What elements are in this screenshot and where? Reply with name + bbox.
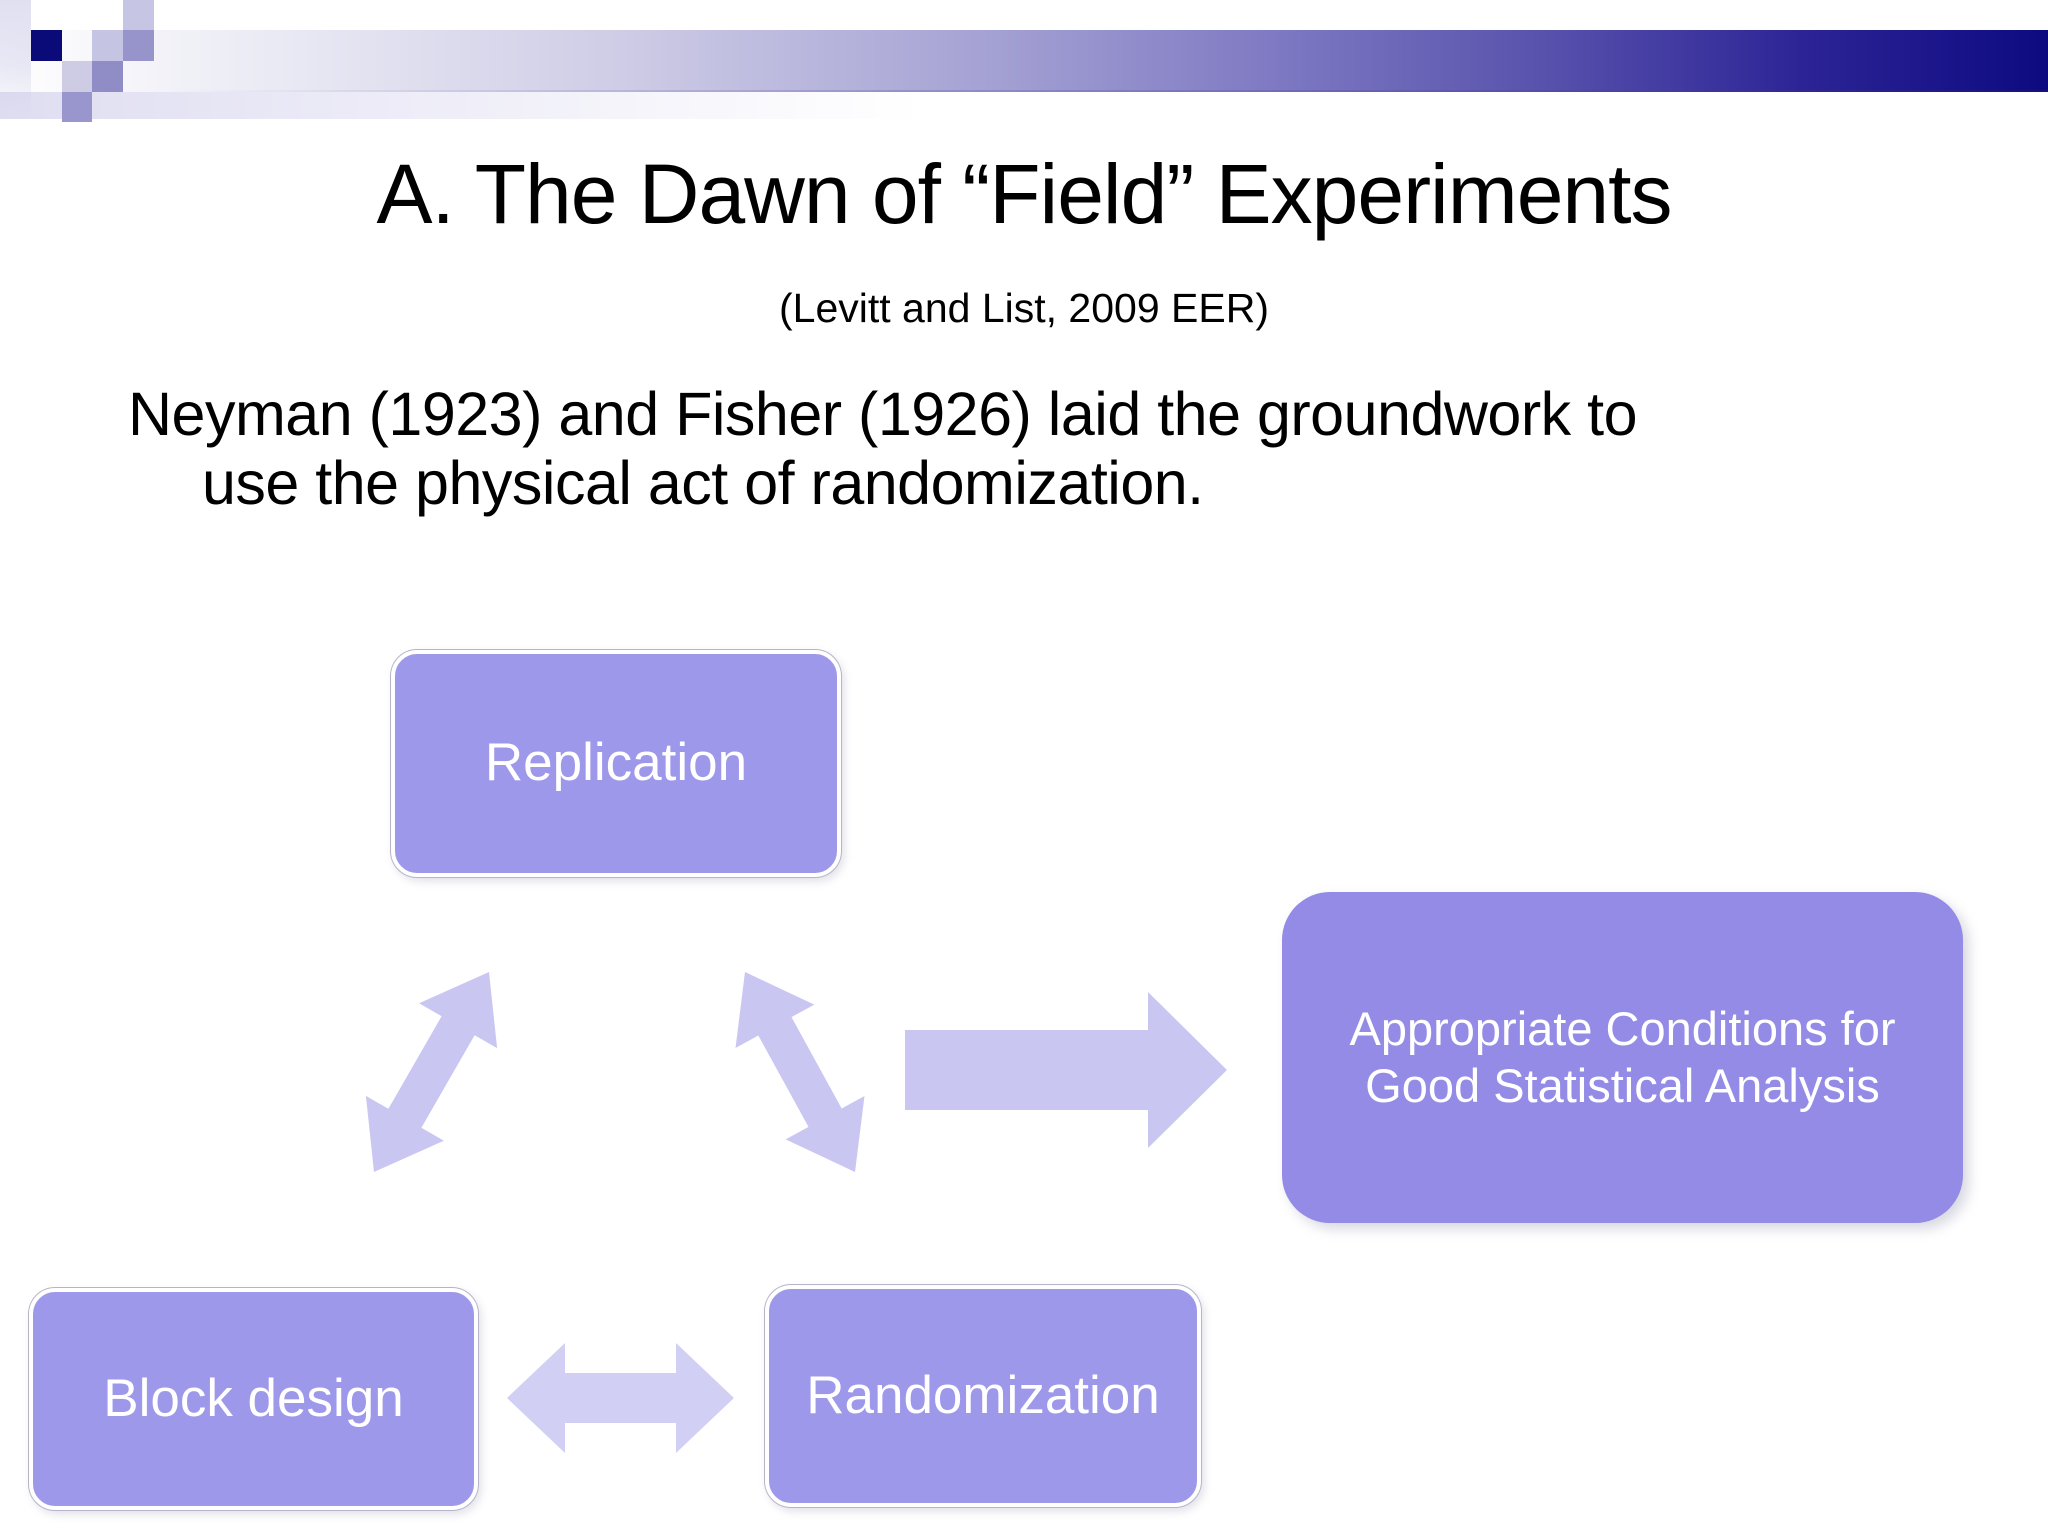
arrow-right-to-outcome-icon — [905, 992, 1227, 1148]
mosaic-square — [92, 30, 123, 61]
node-replication-label: Replication — [484, 733, 748, 793]
header-gradient-bar — [0, 30, 2048, 92]
node-outcome-label-line1: Appropriate Conditions for — [1349, 1001, 1896, 1055]
mosaic-square — [92, 61, 123, 92]
left-edge-gradient — [0, 0, 31, 122]
node-block-design-label: Block design — [103, 1368, 404, 1428]
node-replication: Replication — [391, 650, 841, 877]
double-arrow-blockdesign-randomization-icon — [507, 1343, 734, 1453]
body-text-line2: use the physical act of randomization. — [202, 448, 1204, 517]
node-randomization-label: Randomization — [806, 1365, 1160, 1425]
mosaic-square — [123, 0, 154, 30]
mosaic-square — [123, 30, 154, 61]
mosaic-square-navy — [31, 30, 62, 61]
node-outcome: Appropriate Conditions for Good Statisti… — [1282, 892, 1963, 1223]
body-text: Neyman (1923) and Fisher (1926) laid the… — [128, 380, 1978, 518]
slide-subtitle: (Levitt and List, 2009 EER) — [779, 285, 1269, 331]
slide-title: A. The Dawn of “Field” Experiments — [376, 147, 1673, 241]
double-arrow-replication-randomization-icon — [735, 972, 865, 1172]
node-block-design: Block design — [29, 1288, 478, 1510]
node-outcome-label-line2: Good Statistical Analysis — [1365, 1058, 1880, 1112]
header-gradient-subband — [0, 92, 960, 119]
mosaic-square — [62, 61, 92, 92]
body-text-line1: Neyman (1923) and Fisher (1926) laid the… — [128, 380, 1638, 448]
mosaic-square — [62, 92, 92, 122]
node-randomization: Randomization — [765, 1285, 1201, 1507]
double-arrow-replication-blockdesign-icon — [365, 972, 498, 1172]
